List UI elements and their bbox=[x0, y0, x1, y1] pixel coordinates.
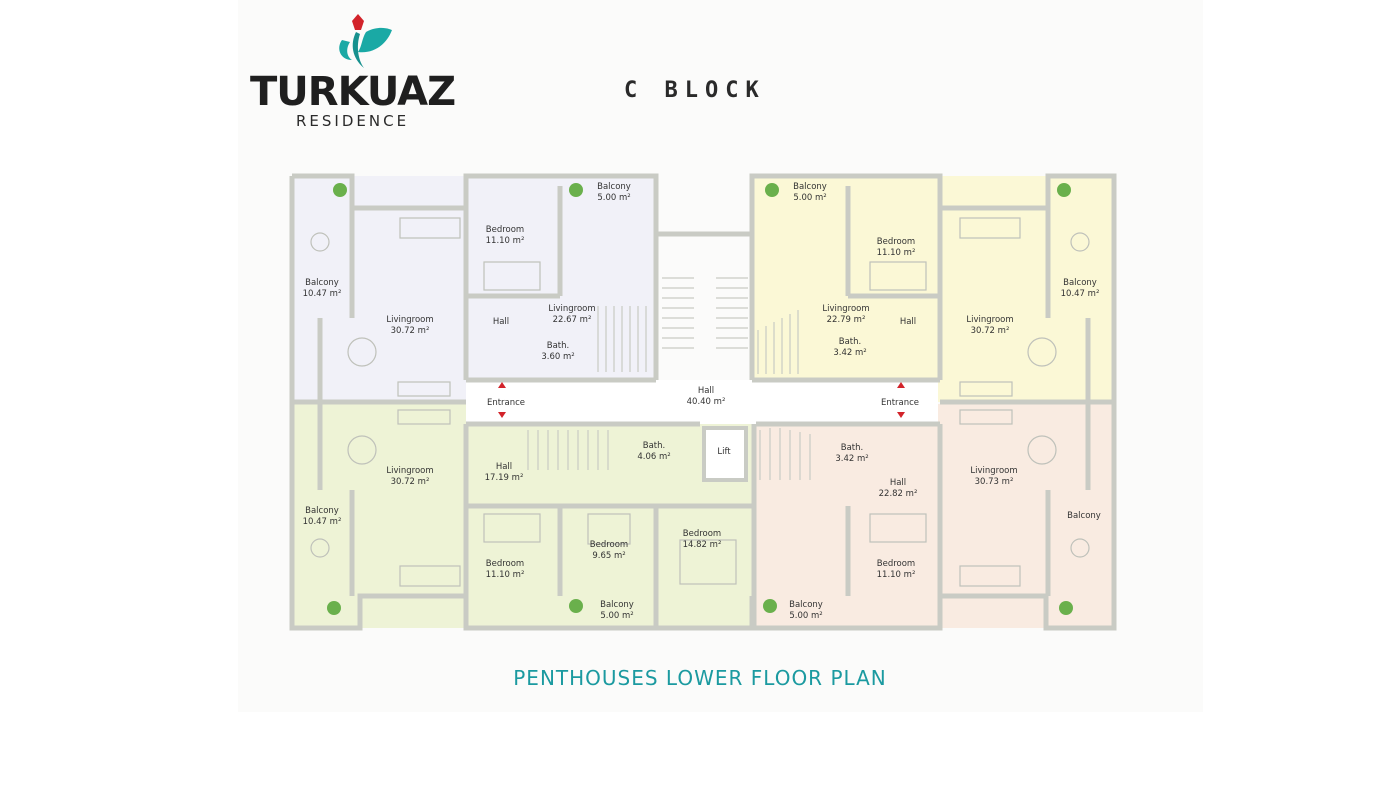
core-fill bbox=[656, 234, 752, 378]
block-title: C BLOCK bbox=[624, 78, 766, 103]
tulip-logo-icon bbox=[339, 14, 392, 68]
lift-label: Lift bbox=[717, 447, 731, 457]
room-label-nw-hall: Hall bbox=[493, 317, 509, 327]
room-label-se-balcony: Balcony bbox=[1067, 511, 1101, 521]
logo-leaf-right bbox=[358, 27, 392, 53]
plant-icon bbox=[765, 183, 779, 197]
room-label-ne-bath: Bath.3.42 m² bbox=[833, 337, 866, 358]
plant-icon bbox=[1057, 183, 1071, 197]
logo-stem bbox=[352, 32, 364, 68]
room-label-nw-bath: Bath.3.60 m² bbox=[541, 341, 574, 362]
plant-icon bbox=[763, 599, 777, 613]
furniture bbox=[310, 217, 1090, 587]
stairs bbox=[527, 277, 811, 480]
arrow-down-icon bbox=[897, 412, 905, 418]
arrow-up-icon bbox=[897, 382, 905, 388]
unit-nw-fill bbox=[292, 176, 656, 402]
plant-icon bbox=[327, 601, 341, 615]
logo-leaf-left bbox=[339, 40, 352, 60]
plant-icon bbox=[1059, 601, 1073, 615]
arrow-down-icon bbox=[498, 412, 506, 418]
plant-icons bbox=[327, 183, 1073, 615]
plant-icon bbox=[569, 599, 583, 613]
room-label-se-bath: Bath.3.42 m² bbox=[835, 443, 868, 464]
unit-ne-fill bbox=[752, 176, 1114, 402]
plant-icon bbox=[569, 183, 583, 197]
walls bbox=[289, 173, 1117, 631]
arrow-up-icon bbox=[498, 382, 506, 388]
unit-fills bbox=[292, 176, 1114, 628]
brand-name: TURKUAZ bbox=[250, 69, 456, 115]
lift-shaft bbox=[702, 426, 748, 482]
plan-title: PENTHOUSES LOWER FLOOR PLAN bbox=[513, 666, 887, 690]
room-label-ne-hall: Hall bbox=[900, 317, 916, 327]
unit-sw-fill bbox=[292, 404, 754, 628]
entrance-label-right: Entrance bbox=[881, 398, 919, 408]
entrance-label-left: Entrance bbox=[487, 398, 525, 408]
room-label-sw-bath: Bath.4.06 m² bbox=[637, 441, 670, 462]
plant-icon bbox=[333, 183, 347, 197]
corridor-fill bbox=[466, 380, 938, 424]
unit-se-fill bbox=[754, 404, 1114, 628]
logo-tulip-bud bbox=[352, 14, 364, 30]
brand-subtitle: RESIDENCE bbox=[296, 112, 410, 130]
entrance-arrows bbox=[498, 382, 905, 418]
